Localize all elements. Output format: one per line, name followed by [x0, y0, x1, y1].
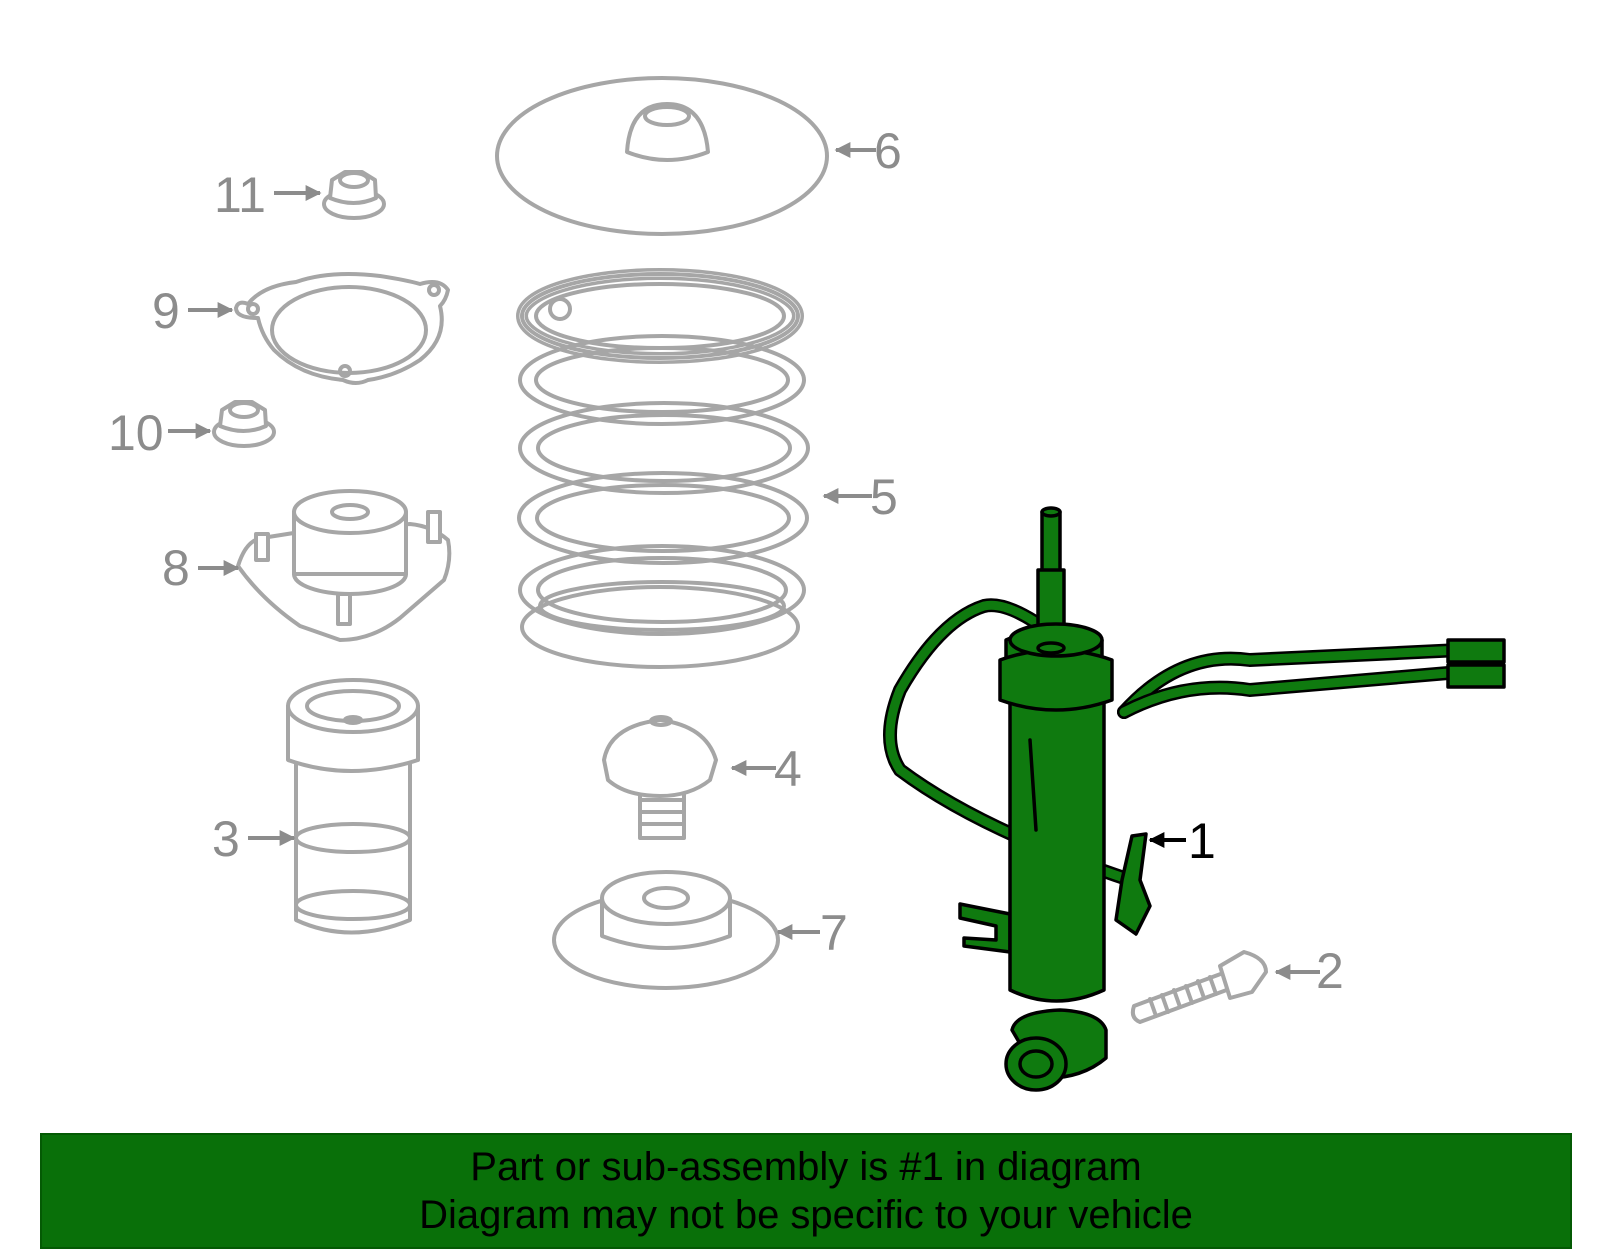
banner-line-1: Part or sub-assembly is #1 in diagram: [470, 1145, 1142, 1189]
callout-6: 6: [874, 123, 902, 179]
part-3-bump-stop[interactable]: [286, 678, 420, 935]
part-1-shock-absorber[interactable]: [883, 506, 1506, 1092]
callout-10: 10: [108, 405, 164, 461]
part-11-nut[interactable]: [322, 170, 386, 220]
callout-2: 2: [1316, 943, 1344, 999]
callout-1: 1: [1188, 813, 1216, 869]
callout-11: 11: [214, 167, 266, 223]
callout-7: 7: [820, 905, 848, 961]
part-6-spring-seat[interactable]: [495, 76, 829, 236]
part-10-nut[interactable]: [212, 400, 276, 448]
part-2-bolt[interactable]: [1130, 950, 1268, 1024]
banner-line-2: Diagram may not be specific to your vehi…: [419, 1193, 1193, 1237]
diagram-notice-banner: Part or sub-assembly is #1 in diagram Di…: [40, 1133, 1572, 1249]
part-4-bump-cap[interactable]: [602, 715, 718, 840]
callout-arrows: [168, 142, 1320, 980]
part-5-coil-spring[interactable]: [516, 268, 810, 669]
callout-9: 9: [152, 283, 180, 339]
callout-5: 5: [870, 469, 898, 525]
callout-8: 8: [162, 540, 190, 596]
part-8-strut-mount[interactable]: [236, 489, 452, 642]
callout-4: 4: [774, 741, 802, 797]
part-7-lower-spring-seat[interactable]: [552, 870, 780, 990]
part-9-gasket[interactable]: [234, 272, 450, 385]
callout-3: 3: [212, 811, 240, 867]
